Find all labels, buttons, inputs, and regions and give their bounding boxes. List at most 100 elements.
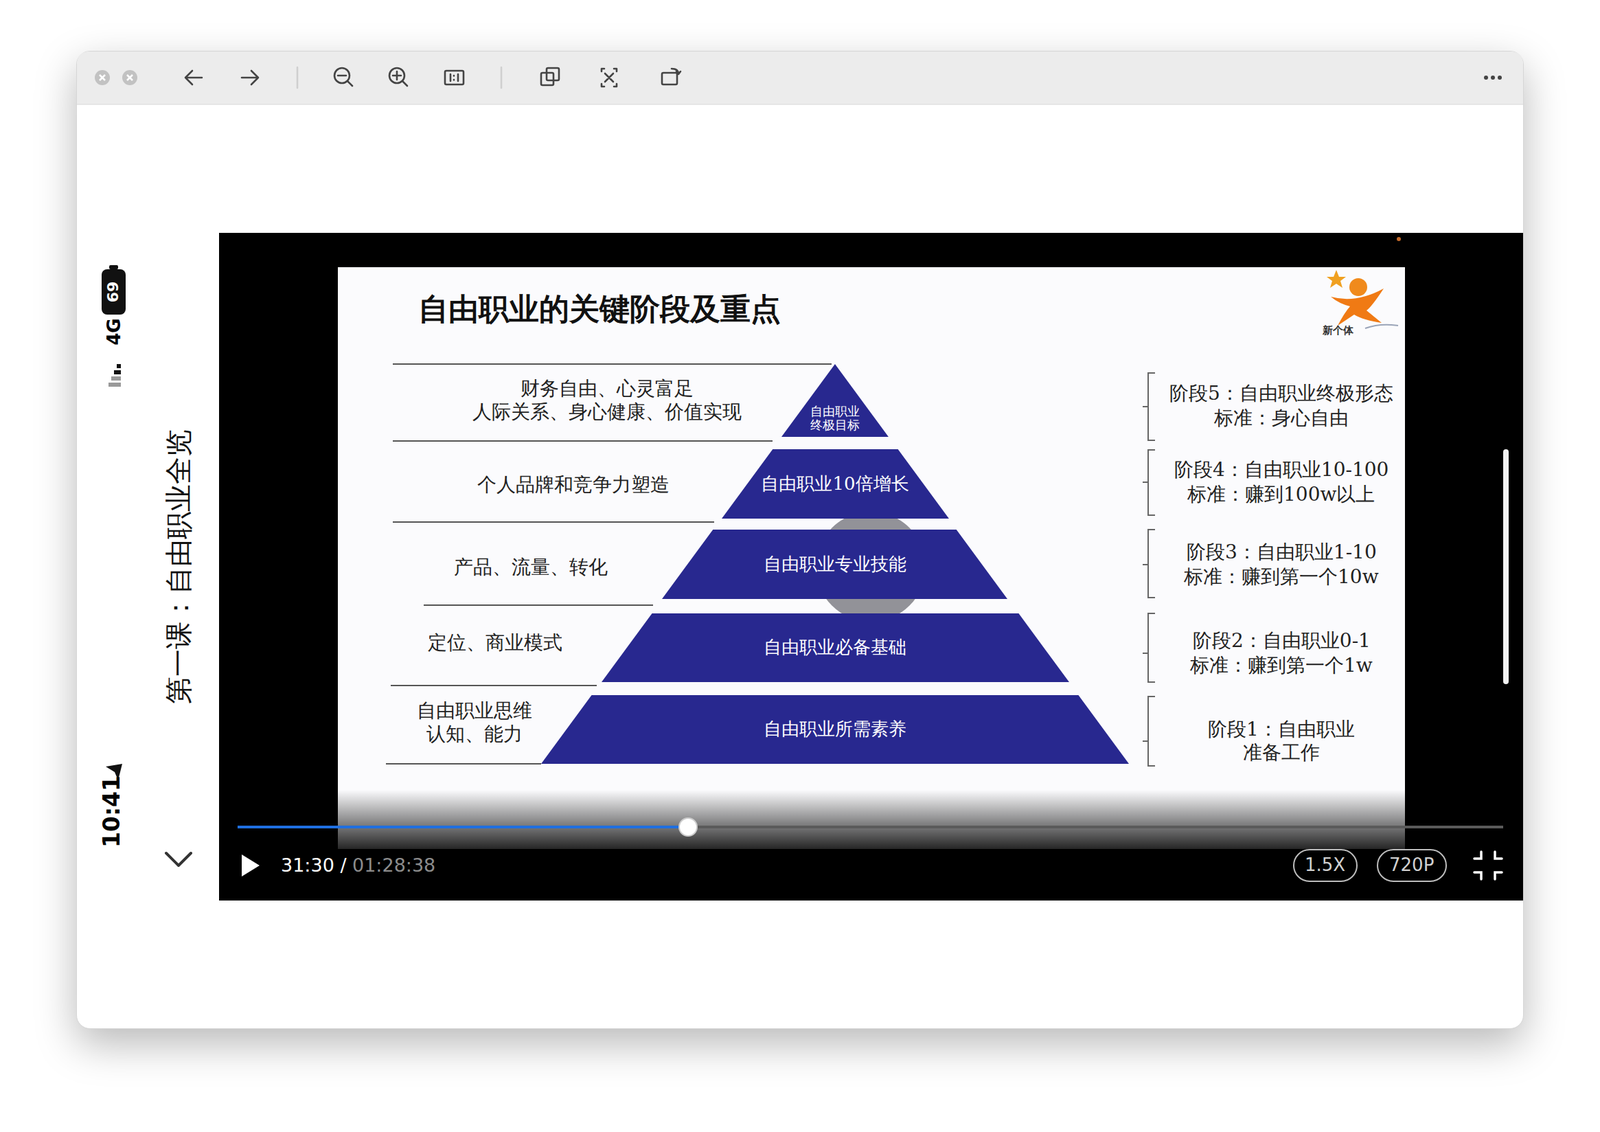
logo-star bbox=[1326, 269, 1346, 288]
label-wrap: 01:28:38 bbox=[352, 854, 436, 877]
zoom-out-glyph bbox=[337, 75, 353, 86]
stage-standard: 标准：赚到100w以上 bbox=[1187, 482, 1375, 507]
stage-standard: 标准：身心自由 bbox=[1214, 406, 1349, 430]
label-wrap: 标准：赚到第一个1w bbox=[1190, 653, 1373, 678]
layer-focus: 自由职业思维 认知、能力 bbox=[414, 699, 535, 746]
toolbar bbox=[76, 51, 1524, 105]
label-wrap: 1.5X bbox=[1304, 854, 1346, 876]
controls-shade bbox=[219, 789, 1524, 849]
rotate-glyph bbox=[671, 68, 681, 75]
window-buttons bbox=[94, 70, 138, 86]
band-label: 自由职业必备基础 bbox=[763, 636, 907, 658]
lesson-title: 第一课：自由职业全览 bbox=[164, 429, 193, 704]
rotate-icon bbox=[661, 72, 678, 85]
signal-bar bbox=[113, 370, 121, 375]
forward-icon bbox=[241, 70, 259, 85]
bracket bbox=[1142, 613, 1156, 682]
label-wrap: 31:30 / bbox=[280, 854, 347, 877]
toolbar-divider bbox=[76, 104, 1524, 106]
speed-pill bbox=[1293, 849, 1357, 882]
speed-label: 1.5X bbox=[1304, 854, 1346, 876]
battery-level: 69 bbox=[105, 281, 121, 303]
band-fill bbox=[781, 363, 889, 437]
band-fill bbox=[541, 694, 1129, 764]
toolbar-icons bbox=[185, 67, 681, 88]
signal-bar bbox=[111, 376, 121, 381]
stage-name: 阶段1：自由职业 准备工作 bbox=[1205, 717, 1357, 764]
pyramid-band: 自由职业必备基础 bbox=[601, 613, 1070, 682]
battery-tip bbox=[109, 265, 119, 270]
actual-size-icon bbox=[444, 70, 464, 85]
progress-track bbox=[237, 825, 1504, 829]
close-button bbox=[94, 70, 110, 86]
label-wrap: 阶段1：自由职业 准备工作 bbox=[1205, 717, 1357, 764]
stage-name: 阶段2：自由职业0-1 bbox=[1192, 629, 1371, 653]
band-fill bbox=[661, 529, 1008, 599]
dot bbox=[1490, 75, 1495, 80]
layer-focus: 财务自由、心灵富足 人际关系、身心健康、价值实现 bbox=[470, 376, 744, 424]
label-wrap: 标准：赚到100w以上 bbox=[1187, 482, 1375, 507]
minimize-button bbox=[122, 70, 138, 86]
stage-name: 阶段4：自由职业10-100 bbox=[1174, 458, 1389, 482]
label-wrap: 个人品牌和竞争力塑造 bbox=[477, 473, 670, 497]
total-time: 01:28:38 bbox=[352, 854, 436, 877]
logo-swoosh bbox=[1365, 324, 1399, 329]
back-icon bbox=[185, 70, 202, 85]
bracket bbox=[1142, 529, 1156, 598]
stage-name: 阶段5：自由职业终极形态 bbox=[1169, 381, 1394, 406]
row-line bbox=[423, 604, 654, 606]
label-wrap: 阶段2：自由职业0-1 bbox=[1192, 629, 1371, 653]
dot bbox=[1497, 75, 1502, 80]
bracket bbox=[1142, 696, 1156, 766]
network-type: 4G bbox=[105, 317, 123, 345]
row-line bbox=[392, 521, 715, 523]
video-area bbox=[219, 232, 1524, 901]
actual-size-glyph bbox=[450, 74, 459, 82]
label-wrap: 自由职业思维 认知、能力 bbox=[414, 699, 535, 746]
label-wrap: 69 bbox=[103, 284, 125, 300]
pyramid-band: 自由职业专业技能 bbox=[661, 529, 1008, 599]
progress-fill bbox=[237, 825, 689, 829]
band-fill bbox=[601, 613, 1070, 682]
label-wrap: 产品、流量、转化 bbox=[453, 555, 608, 579]
quality-label: 720P bbox=[1389, 854, 1434, 876]
slide bbox=[337, 267, 1405, 849]
slide-title: 自由职业的关键阶段及重点 bbox=[418, 291, 781, 328]
play-button bbox=[241, 854, 260, 877]
pyramid-apex: 自由职业 终极目标 bbox=[781, 363, 889, 437]
pyramid-band: 自由职业10倍增长 bbox=[721, 449, 950, 519]
label-wrap: 定位、商业模式 bbox=[427, 631, 563, 655]
band-label: 自由职业所需素养 bbox=[763, 718, 907, 740]
logo-head bbox=[1349, 278, 1368, 296]
exit-fullscreen-icon bbox=[1474, 851, 1502, 879]
label-wrap: 第一课：自由职业全览 bbox=[41, 552, 316, 581]
band-fill bbox=[721, 449, 950, 519]
label-wrap: 新个体 bbox=[1322, 324, 1354, 337]
layer-focus: 产品、流量、转化 bbox=[453, 555, 608, 579]
layer-focus: 个人品牌和竞争力塑造 bbox=[477, 473, 670, 497]
band-label: 自由职业专业技能 bbox=[763, 553, 907, 575]
stage-name: 阶段3：自由职业1-10 bbox=[1186, 540, 1377, 564]
scrollbar bbox=[1503, 449, 1509, 684]
title-wrap: 自由职业的关键阶段及重点 bbox=[418, 291, 781, 328]
label-wrap: 阶段4：自由职业10-100 bbox=[1174, 458, 1389, 482]
status-time: 10:41 bbox=[100, 775, 123, 848]
band-label: 自由职业10倍增长 bbox=[760, 473, 909, 495]
current-time: 31:30 / bbox=[280, 854, 347, 877]
indicator-dot bbox=[1396, 236, 1401, 242]
row-line bbox=[385, 762, 542, 765]
row-line bbox=[392, 363, 832, 365]
label-wrap: 720P bbox=[1389, 854, 1434, 876]
label-wrap: 标准：赚到第一个10w bbox=[1183, 565, 1379, 589]
label-wrap: 10:41 bbox=[75, 800, 148, 823]
row-line bbox=[390, 684, 597, 687]
row-line bbox=[392, 440, 773, 442]
close-glyph bbox=[99, 74, 106, 81]
stage-standard: 标准：赚到第一个1w bbox=[1190, 653, 1373, 678]
label-wrap: 阶段5：自由职业终极形态 bbox=[1169, 381, 1394, 406]
dot bbox=[1483, 75, 1489, 80]
battery-body bbox=[101, 269, 126, 315]
stage-standard: 标准：赚到第一个10w bbox=[1183, 565, 1379, 589]
logo-body bbox=[1330, 288, 1384, 326]
